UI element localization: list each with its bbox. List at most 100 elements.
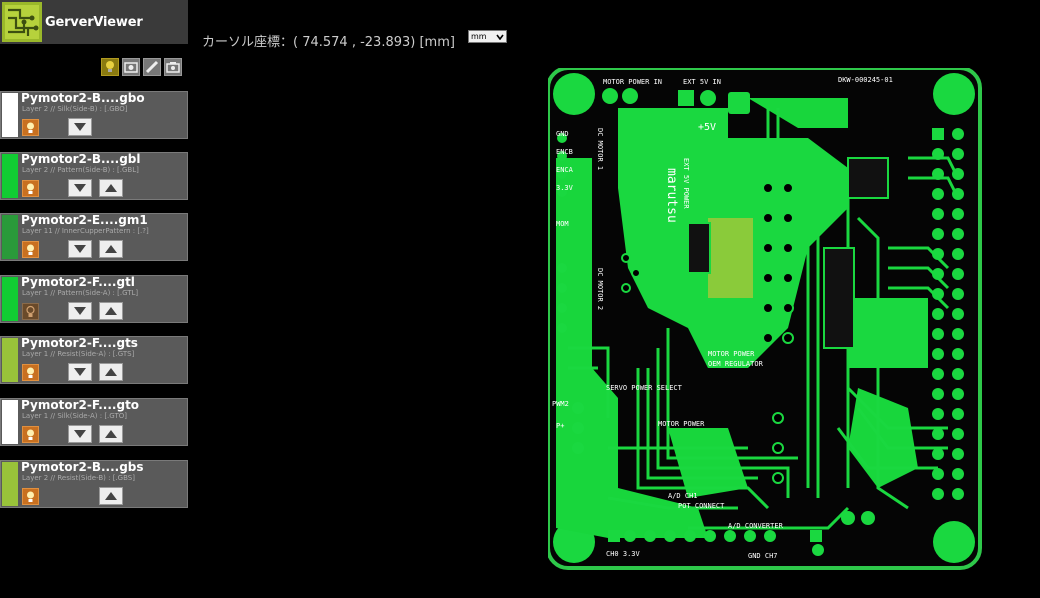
layer-info: Layer 2 // Pattern(Side-B) : [.GBL] <box>22 166 139 174</box>
silk-pwm2: PWM2 <box>552 400 569 408</box>
triangle-up-icon <box>105 184 117 192</box>
mounting-hole <box>933 73 975 115</box>
move-layer-down-button[interactable] <box>68 118 92 136</box>
layer-color-swatch[interactable] <box>2 400 18 444</box>
layer-item: Pymotor2-F....gto Layer 1 // Silk(Side-A… <box>0 398 188 446</box>
camera-button[interactable] <box>164 58 182 76</box>
pcb-canvas[interactable]: MOTOR POWER IN EXT 5V IN DKW-000245-01 +… <box>548 68 982 570</box>
silk-motor-power-in: MOTOR POWER IN <box>603 78 662 86</box>
chevron-down-icon <box>496 34 504 40</box>
layer-item: Pymotor2-E....gm1 Layer 11 // InnerCuppe… <box>0 213 188 261</box>
ic-chips <box>687 157 889 349</box>
triangle-up-icon <box>105 368 117 376</box>
silk-ext-5v-power: EXT 5V POWER <box>682 158 690 209</box>
silk-p-plus: P+ <box>556 422 564 430</box>
move-layer-up-button[interactable] <box>99 363 123 381</box>
move-layer-up-button[interactable] <box>99 240 123 258</box>
toolbar <box>101 58 182 78</box>
layer-name: Pymotor2-B....gbs <box>21 460 144 474</box>
layer-visibility-toggle[interactable] <box>22 241 39 258</box>
silk-ext-5v-in: EXT 5V IN <box>683 78 721 86</box>
pin-header-left <box>557 133 584 454</box>
mounting-hole <box>933 521 975 563</box>
silk-enc-a: ENCA <box>556 166 574 174</box>
move-layer-up-button[interactable] <box>99 302 123 320</box>
silk-motor-power: MOTOR POWER <box>708 350 755 358</box>
lightbulb-icon <box>27 367 34 378</box>
move-layer-down-button[interactable] <box>68 363 92 381</box>
layer-color-swatch[interactable] <box>2 93 18 137</box>
layer-color-swatch[interactable] <box>2 277 18 321</box>
triangle-up-icon <box>105 245 117 253</box>
triangle-up-icon <box>105 307 117 315</box>
move-layer-up-button[interactable] <box>99 425 123 443</box>
layer-item: Pymotor2-B....gbs Layer 2 // Resist(Side… <box>0 460 188 508</box>
silk-ch0-33v: CH0 3.3V <box>606 550 641 558</box>
silkscreen-labels: MOTOR POWER IN EXT 5V IN DKW-000245-01 +… <box>552 76 893 560</box>
triangle-down-icon <box>74 123 86 131</box>
layer-name: Pymotor2-F....gto <box>21 398 140 412</box>
lightbulb-icon <box>27 429 34 440</box>
layer-color-swatch[interactable] <box>2 462 18 506</box>
ruler-icon <box>145 60 159 74</box>
move-layer-down-button[interactable] <box>68 179 92 197</box>
silk-part-no: DKW-000245-01 <box>838 76 893 84</box>
layer-info: Layer 1 // Resist(Side-A) : [.GTS] <box>22 350 135 358</box>
copper-pour <box>848 298 928 368</box>
pin-header-right <box>932 128 964 500</box>
copper-pour <box>668 428 748 498</box>
triangle-down-icon <box>74 368 86 376</box>
silk-mom: MOM <box>556 220 569 228</box>
circuit-logo-icon <box>2 2 42 42</box>
silk-ad-ch1: A/D CH1 <box>668 492 698 500</box>
move-layer-up-button[interactable] <box>99 179 123 197</box>
layer-color-swatch[interactable] <box>2 215 18 259</box>
layer-color-swatch[interactable] <box>2 154 18 198</box>
move-layer-down-button[interactable] <box>68 425 92 443</box>
lightbulb-icon <box>27 122 34 133</box>
layer-name: Pymotor2-B....gbl <box>21 152 141 166</box>
layer-info: Layer 11 // InnerCupperPattern : [.?] <box>22 227 149 235</box>
layer-color-swatch[interactable] <box>2 338 18 382</box>
silk-dc-motor-2: DC MOTOR 2 <box>596 268 604 310</box>
copper-pour <box>708 218 753 298</box>
layer-info: Layer 1 // Silk(Side-A) : [.GTO] <box>22 412 127 420</box>
power-connectors <box>602 88 750 114</box>
lightbulb-icon <box>27 244 34 255</box>
layer-item: Pymotor2-B....gbl Layer 2 // Pattern(Sid… <box>0 152 188 200</box>
vias <box>621 182 794 484</box>
silk-gnd: GND <box>556 130 569 138</box>
layer-sidebar: GerverViewer Pymotor2-B....gbo Layer 2 <box>0 0 188 598</box>
silk-gnd-ch7: GND CH7 <box>748 552 778 560</box>
silk-enc-b: ENCB <box>556 148 573 156</box>
lightbulb-icon <box>106 61 114 72</box>
lightbulb-toggle-button[interactable] <box>101 58 119 76</box>
app-header: GerverViewer <box>0 0 188 44</box>
app-title: GerverViewer <box>45 14 143 30</box>
layer-visibility-toggle[interactable] <box>22 180 39 197</box>
lightbulb-off-icon <box>26 305 35 317</box>
layer-visibility-toggle[interactable] <box>22 119 39 136</box>
camera-settings-button[interactable] <box>122 58 140 76</box>
silk-plus5v: +5V <box>698 122 716 133</box>
silk-brand: marutsu <box>664 168 679 223</box>
silk-ad-converter: A/D CONVERTER <box>728 522 784 530</box>
silk-motor-power-select: MOTOR POWER <box>658 420 705 428</box>
layer-visibility-toggle[interactable] <box>22 364 39 381</box>
layer-item: Pymotor2-B....gbo Layer 2 // Silk(Side-B… <box>0 91 188 139</box>
move-layer-down-button[interactable] <box>68 302 92 320</box>
layer-visibility-toggle[interactable] <box>22 426 39 443</box>
camera-settings-icon <box>124 62 138 73</box>
layer-visibility-toggle[interactable] <box>22 303 39 320</box>
triangle-down-icon <box>74 184 86 192</box>
move-layer-up-button[interactable] <box>99 487 123 505</box>
ruler-button[interactable] <box>143 58 161 76</box>
unit-select[interactable]: mm <box>467 30 507 43</box>
layer-visibility-toggle[interactable] <box>22 488 39 505</box>
cursor-coordinates: カーソル座標：( 74.574 , -23.893) [mm] <box>202 35 455 50</box>
camera-icon <box>166 62 180 73</box>
layer-info: Layer 2 // Resist(Side-B) : [.GBS] <box>22 474 135 482</box>
triangle-down-icon <box>74 307 86 315</box>
move-layer-down-button[interactable] <box>68 240 92 258</box>
ad-converter-header <box>608 511 875 556</box>
